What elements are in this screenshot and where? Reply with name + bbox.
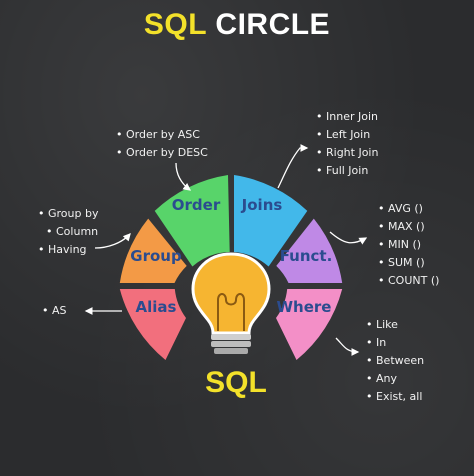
arrow-funct: [329, 231, 368, 245]
page-title: SQL CIRCLE: [0, 8, 474, 42]
notes-funct: AVG () MAX () MIN () SUM () COUNT (): [378, 200, 439, 290]
notes-where: Like In Between Any Exist, all: [366, 316, 424, 406]
list-item: Right Join: [316, 144, 378, 162]
list-item: SUM (): [378, 254, 439, 272]
list-item: Inner Join: [316, 108, 378, 126]
list-item: Like: [366, 316, 424, 334]
segment-order-label: Order: [172, 196, 221, 214]
notes-group: Group by Column Having: [38, 205, 98, 259]
title-sql: SQL: [143, 8, 207, 41]
segment-joins: [234, 175, 308, 267]
list-item: Any: [366, 370, 424, 388]
segment-where: [276, 289, 343, 360]
arrow-group: [94, 233, 131, 249]
arrow-joins: [277, 144, 309, 189]
segment-where-label: Where: [277, 298, 332, 316]
segment-group-label: Group: [130, 247, 182, 265]
segment-funct-label: Funct.: [280, 247, 333, 265]
arrow-order: [175, 162, 192, 191]
center-sql-label: SQL: [205, 366, 267, 399]
list-item: AS: [42, 302, 67, 320]
list-item: Order by DESC: [116, 144, 208, 162]
notes-joins: Inner Join Left Join Right Join Full Joi…: [316, 108, 378, 180]
segment-alias: [119, 289, 186, 360]
title-circle: CIRCLE: [215, 8, 331, 41]
segment-funct: [276, 218, 343, 283]
list-item: MAX (): [378, 218, 439, 236]
list-item: Between: [366, 352, 424, 370]
list-item: Left Join: [316, 126, 378, 144]
list-item: Full Join: [316, 162, 378, 180]
arrow-where: [335, 337, 360, 356]
segment-order: [154, 175, 230, 267]
list-item: MIN (): [378, 236, 439, 254]
list-item: COUNT (): [378, 272, 439, 290]
list-item: Exist, all: [366, 388, 424, 406]
list-item: Column: [38, 223, 98, 241]
list-item: Order by ASC: [116, 126, 208, 144]
notes-alias: AS: [42, 302, 67, 320]
list-item: In: [366, 334, 424, 352]
list-item: Group by: [38, 205, 98, 223]
segment-joins-label: Joins: [241, 196, 283, 214]
segment-group: [119, 218, 187, 283]
list-item: Having: [38, 241, 98, 259]
lightbulb-icon: [191, 252, 271, 354]
notes-order: Order by ASC Order by DESC: [116, 126, 208, 162]
list-item: AVG (): [378, 200, 439, 218]
segment-alias-label: Alias: [136, 298, 177, 316]
